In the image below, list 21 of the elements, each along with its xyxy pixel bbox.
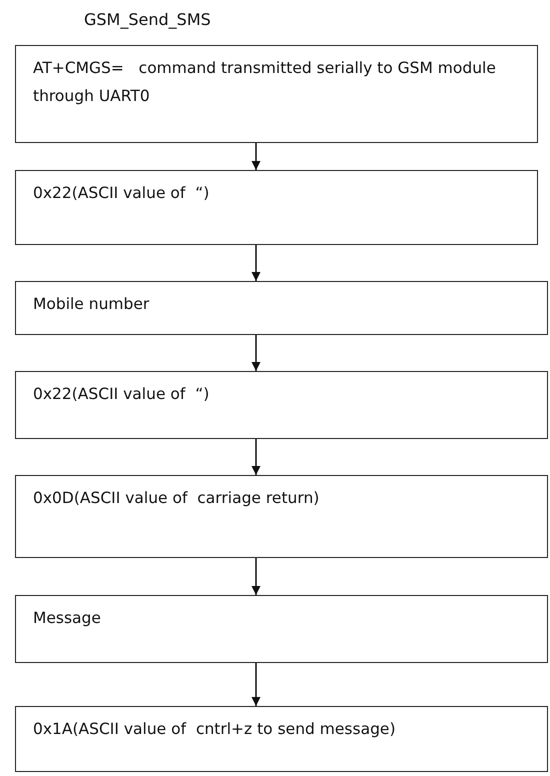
step-text: 0x22(ASCII value of “) — [33, 183, 210, 204]
step-text: 0x22(ASCII value of “) — [33, 384, 210, 405]
process-box — [15, 595, 548, 663]
step-text: Mobile number — [33, 294, 150, 315]
process-box — [15, 45, 538, 143]
step-text: 0x0D(ASCII value of carriage return) — [33, 488, 320, 509]
arrow — [252, 143, 260, 170]
process-box — [15, 706, 548, 772]
process-box — [15, 475, 548, 558]
arrow — [252, 245, 260, 281]
step-text: 0x1A(ASCII value of cntrl+z to send message) — [33, 719, 396, 740]
arrow — [252, 558, 260, 595]
process-box — [15, 281, 548, 335]
process-box — [15, 371, 548, 439]
arrow — [252, 663, 260, 706]
step-text: Message — [33, 608, 102, 629]
arrow — [252, 439, 260, 475]
step-text: AT+CMGS= command transmitted serially to GSM module through UART0 — [33, 58, 497, 107]
diagram-title: GSM_Send_SMS — [84, 10, 211, 29]
process-box — [15, 170, 538, 245]
arrow — [252, 335, 260, 371]
